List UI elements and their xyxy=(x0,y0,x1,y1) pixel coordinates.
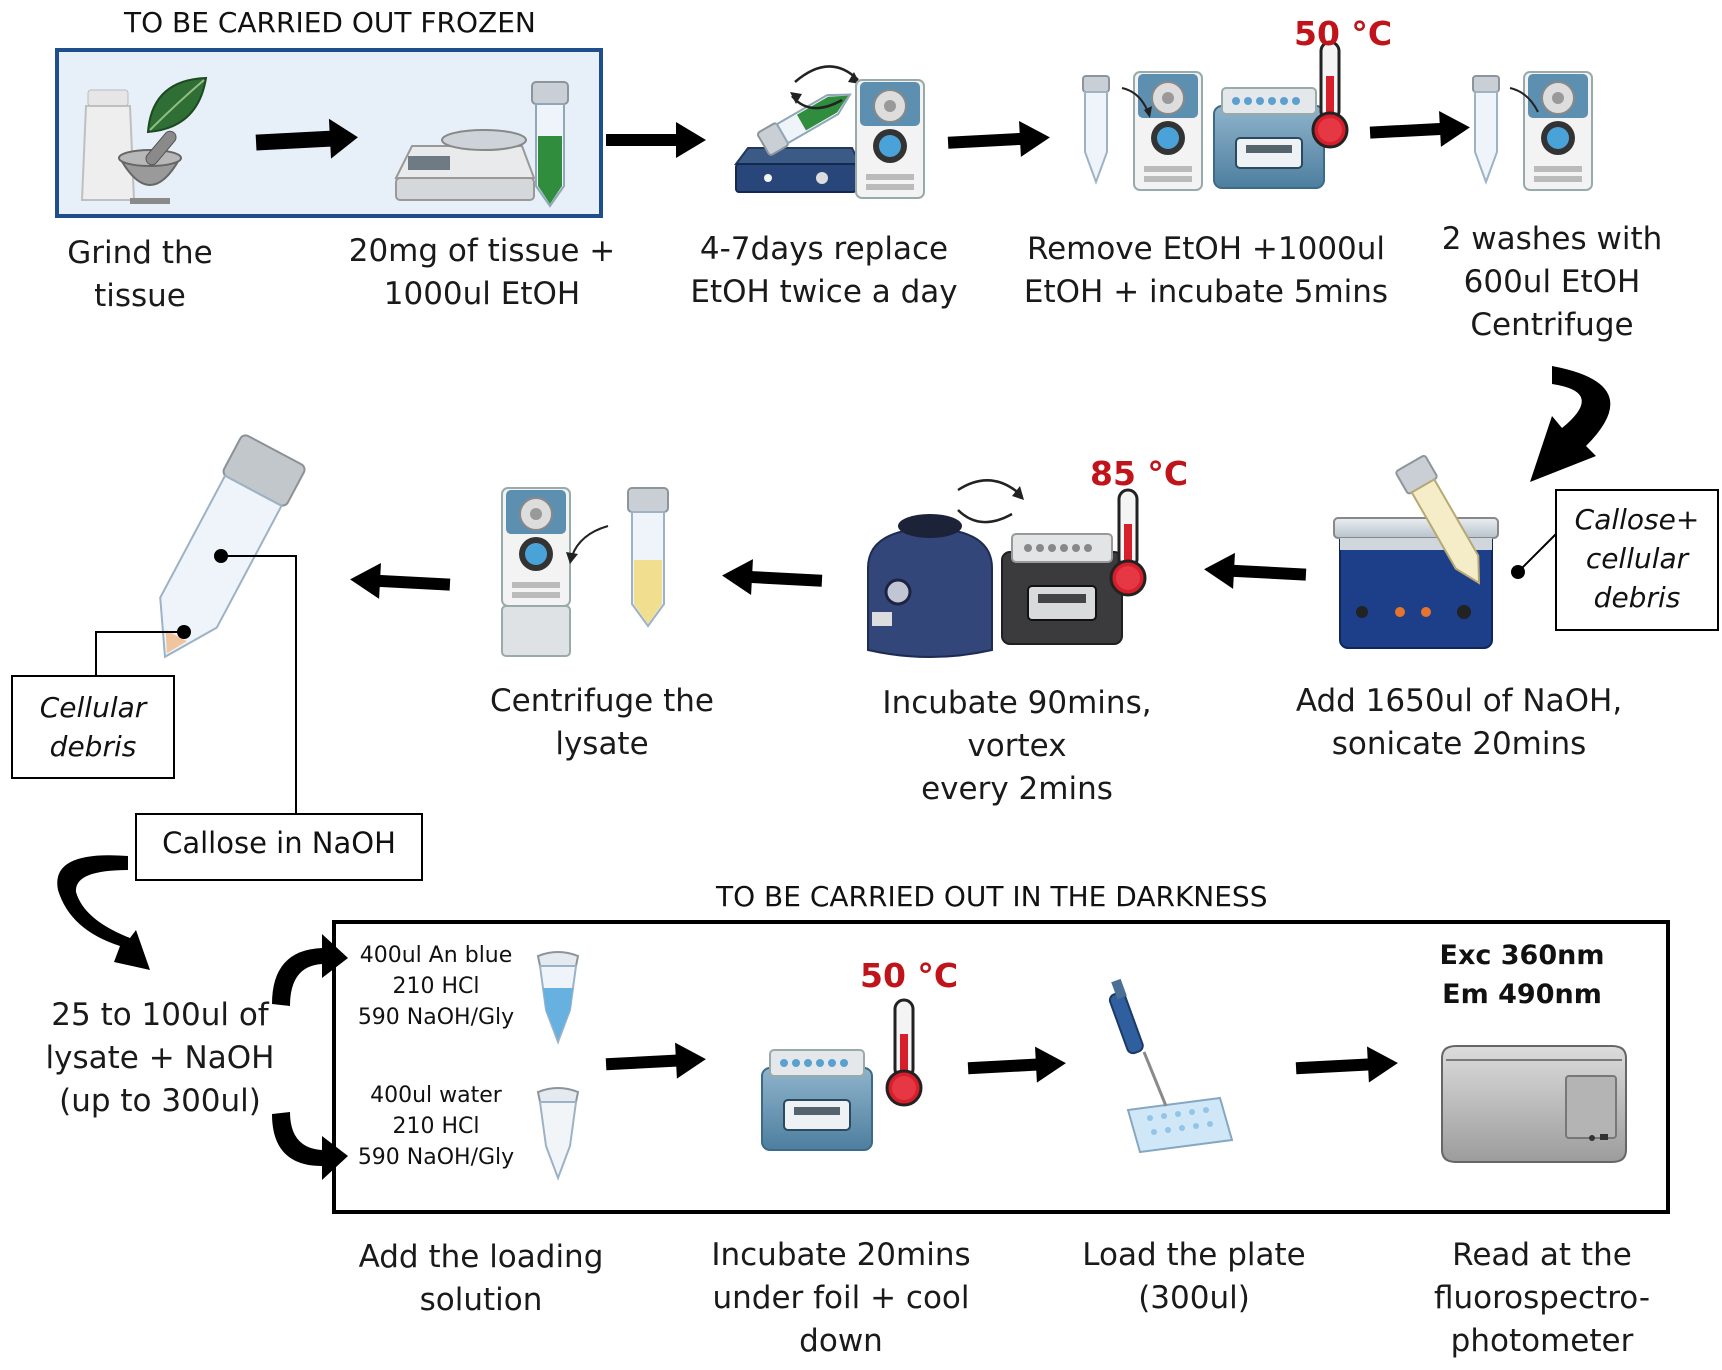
heat-block-icon xyxy=(1213,87,1325,189)
arrow-frozen-replace xyxy=(606,122,706,158)
centrifuge-icon-3 xyxy=(1523,71,1593,191)
darkness-header: TO BE CARRIED OUT IN THE DARKNESS xyxy=(716,880,1268,913)
callose-debris-box xyxy=(1555,489,1719,631)
thermometer-icon-2 xyxy=(1109,488,1147,597)
arrow-replace-remove xyxy=(947,120,1050,157)
heat-block-icon-2 xyxy=(761,1049,873,1151)
sonicator-icon xyxy=(1333,517,1499,649)
callose-naoh-box xyxy=(135,813,423,881)
arrow-remove-washes xyxy=(1369,110,1470,147)
water-tube-icon xyxy=(536,1087,580,1181)
temperature-label-1: 50 °C xyxy=(1294,14,1393,53)
mortar-pestle-icon xyxy=(118,130,182,204)
curved-arrow-blue xyxy=(272,934,348,1006)
leaf-icon xyxy=(146,76,208,134)
dark-heat-block-icon xyxy=(1001,533,1123,645)
step-naoh: Add 1650ul of NaOH,sonicate 20mins xyxy=(1295,683,1623,762)
arrow-incubate-plate xyxy=(967,1046,1066,1083)
arrow-plate-read xyxy=(1295,1046,1398,1083)
callose-naoh-callout: Callose in NaOH xyxy=(162,826,396,860)
arrow-loading-incubate xyxy=(605,1042,706,1079)
vortex-icon xyxy=(867,514,993,658)
green-tube-icon xyxy=(531,81,569,208)
step-plate: Load the plate(300ul) xyxy=(1082,1237,1306,1316)
curved-arrow-water xyxy=(272,1112,348,1180)
centrifuge-icon-2 xyxy=(1133,71,1203,191)
centrifuge-icon-4 xyxy=(501,487,571,607)
lysate-tube-icon xyxy=(627,487,669,628)
cellular-debris-box xyxy=(11,675,175,779)
rotation-arrows-icon xyxy=(794,65,859,83)
bottle-icon xyxy=(80,89,136,201)
fluorospectrophotometer-icon xyxy=(1441,1045,1627,1163)
pipette-plate-icon xyxy=(1108,978,1234,1154)
arrow-naoh-incubate xyxy=(1204,552,1307,589)
balance-icon xyxy=(394,129,536,201)
centrifuge-icon xyxy=(855,79,925,199)
step-weigh: 20mg of tissue +1000ul EtOH xyxy=(348,233,616,312)
thermometer-icon xyxy=(1311,40,1349,149)
tube-icon xyxy=(1082,75,1110,183)
tilted-tube-icon xyxy=(756,93,852,156)
arrow-centrifuge-tube xyxy=(350,562,451,599)
rotation-arrows-icon-2 xyxy=(957,479,1023,497)
blue-tube-icon xyxy=(536,951,580,1045)
curved-arrow-washes-naoh xyxy=(1530,366,1611,482)
shaker-icon xyxy=(734,147,862,193)
arrow-incubate-centrifuge xyxy=(722,559,823,596)
curved-arrow-callose-lysate xyxy=(57,855,150,970)
tube-icon-2 xyxy=(1472,75,1500,183)
temperature-label-2: 85 °C xyxy=(1090,454,1189,493)
sonicate-tube-icon xyxy=(1395,455,1481,585)
large-tube-icon xyxy=(159,434,306,659)
arrow-grind-weigh xyxy=(255,118,358,159)
temperature-label-3: 50 °C xyxy=(860,956,959,995)
frozen-header: TO BE CARRIED OUT FROZEN xyxy=(124,6,536,39)
